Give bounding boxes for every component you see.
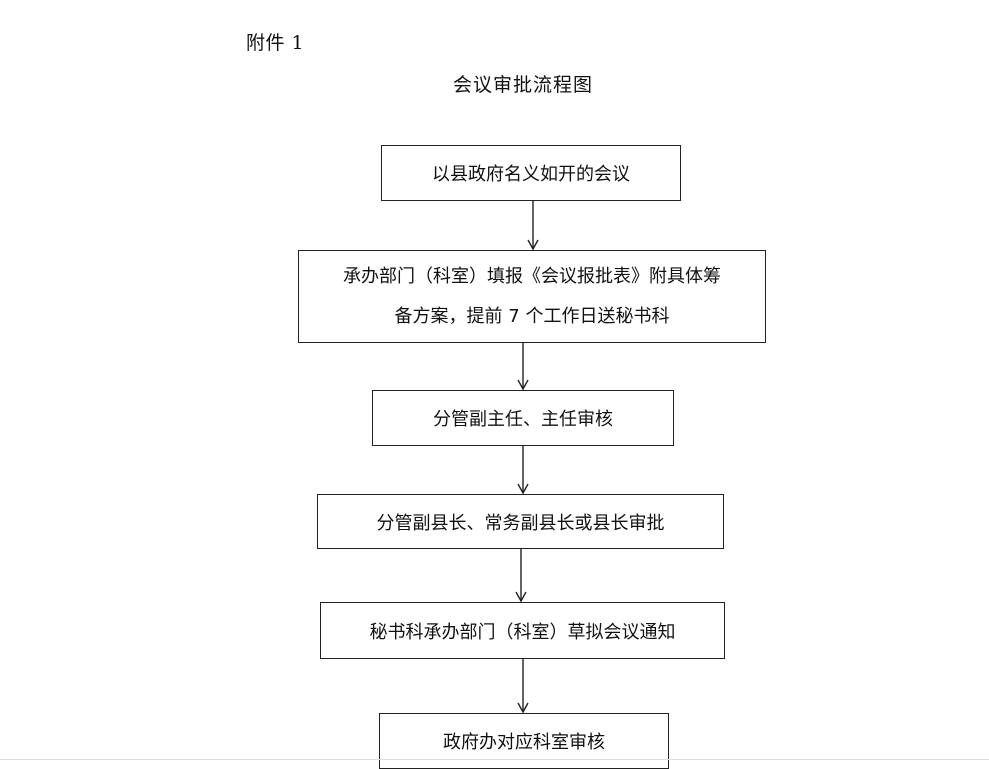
flow-step-5: 秘书科承办部门（科室）草拟会议通知 (320, 602, 725, 659)
flow-step-2-text-line-2: 备方案，提前 7 个工作日送秘书科 (394, 305, 670, 327)
flow-step-4: 分管副县长、常务副县长或县长审批 (317, 494, 724, 549)
flow-step-5-text: 秘书科承办部门（科室）草拟会议通知 (369, 621, 676, 643)
flow-step-2-text-line-1: 承办部门（科室）填报《会议报批表》附具体筹 (343, 265, 721, 287)
flow-step-4-text: 分管副县长、常务副县长或县长审批 (376, 512, 665, 534)
flow-step-3: 分管副主任、主任审核 (372, 390, 674, 446)
attachment-label: 附件 1 (246, 32, 305, 54)
flow-step-6-text: 政府办对应科室审核 (443, 732, 605, 753)
flow-step-1-text: 以县政府名义如开的会议 (432, 164, 630, 185)
page-title: 会议审批流程图 (452, 74, 593, 96)
page-bottom-rule (0, 759, 989, 760)
flow-step-3-text: 分管副主任、主任审核 (433, 409, 613, 430)
flow-step-1: 以县政府名义如开的会议 (381, 145, 681, 201)
flow-step-2: 承办部门（科室）填报《会议报批表》附具体筹 备方案，提前 7 个工作日送秘书科 (298, 250, 766, 343)
